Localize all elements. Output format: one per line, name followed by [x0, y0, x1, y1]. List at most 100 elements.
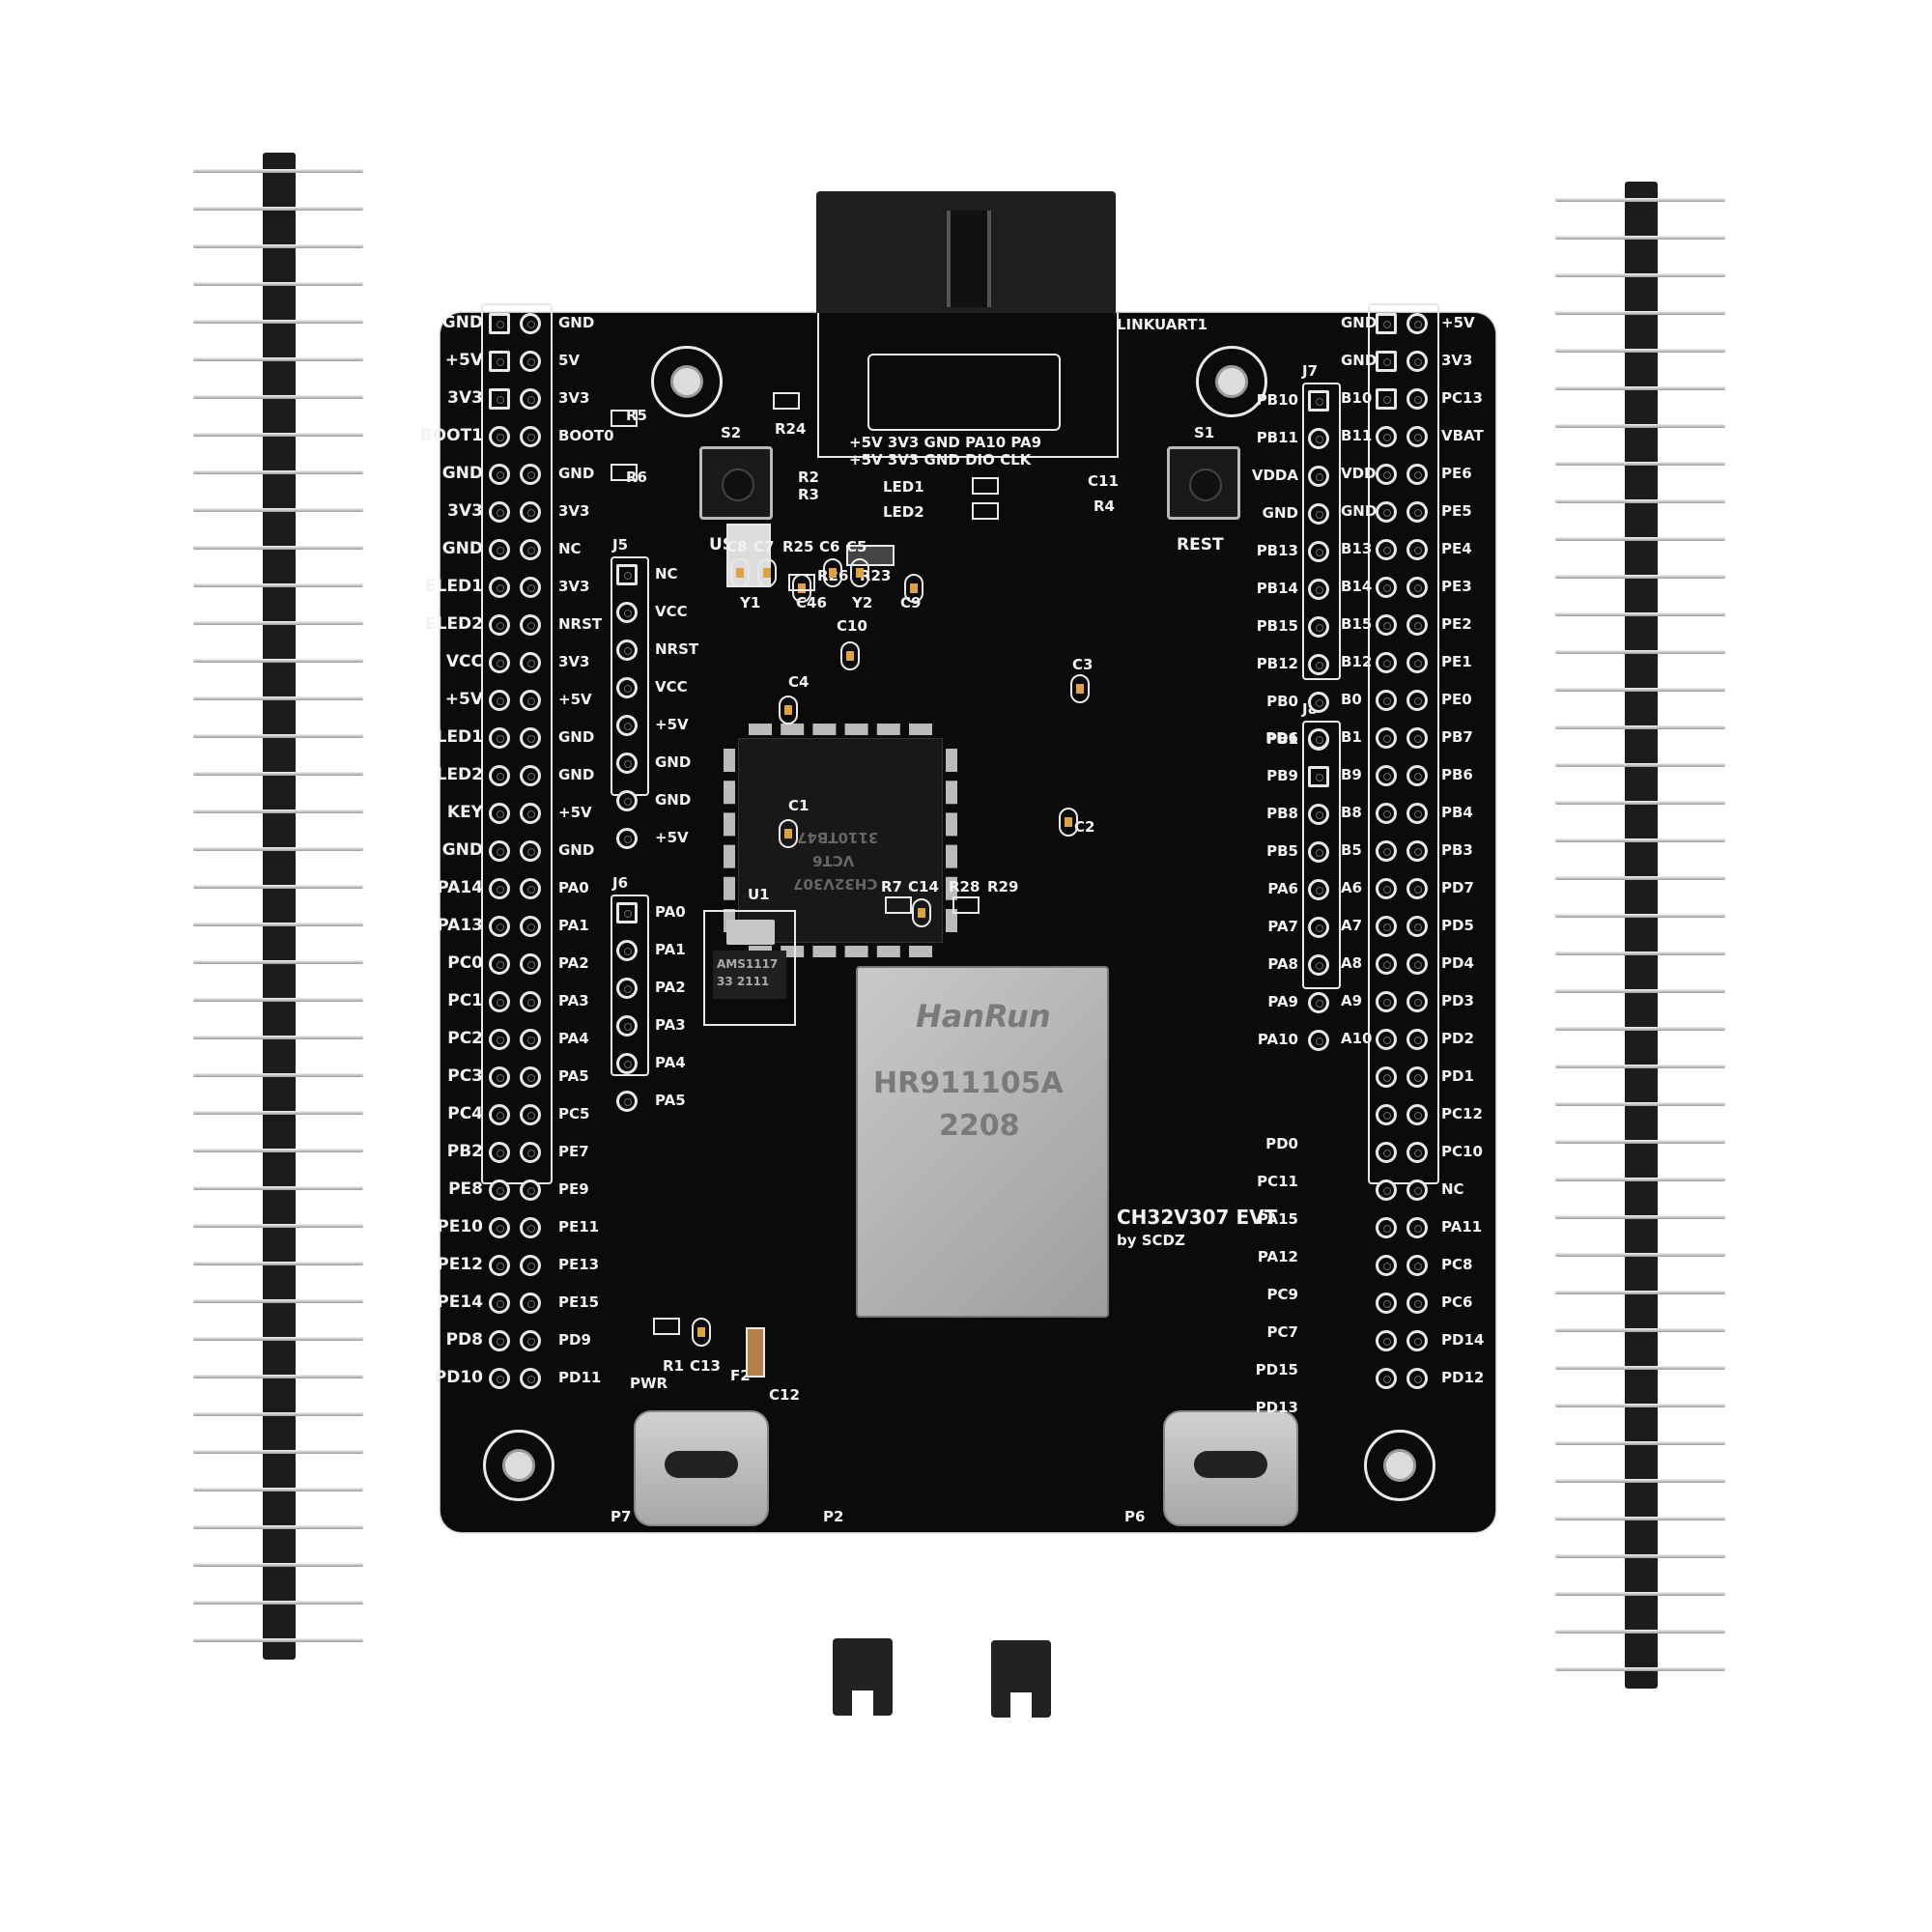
- header-pin: [1406, 1104, 1428, 1125]
- usb-c-port-p6[interactable]: [1163, 1410, 1298, 1526]
- pin-label: PA2: [655, 979, 686, 996]
- c12-refdes: C12: [769, 1386, 800, 1404]
- mcu-text-2: VCT6: [812, 852, 855, 869]
- header-pin: [489, 765, 510, 786]
- header-pin: [520, 313, 541, 334]
- p7-refdes: P7: [611, 1508, 632, 1525]
- header-pin: [520, 426, 541, 447]
- reset-button[interactable]: [1167, 446, 1240, 520]
- header-pin: [1376, 1142, 1397, 1163]
- y1-refdes: Y1: [740, 594, 761, 611]
- pin-leg: [1555, 650, 1725, 654]
- header-pin: [1406, 727, 1428, 749]
- header-pin: [489, 501, 510, 523]
- pin-leg: [1555, 499, 1725, 503]
- pin-label: NC: [558, 540, 582, 557]
- pin-label: NRST: [655, 640, 699, 658]
- pin-label: GND: [558, 728, 595, 746]
- header-pin: [1376, 313, 1397, 334]
- capacitor: [904, 574, 923, 603]
- header-pin: [1376, 1255, 1397, 1276]
- pin-label: PA2: [558, 954, 589, 972]
- pin-label: PB7: [1441, 728, 1473, 746]
- header-pin: [1406, 1255, 1428, 1276]
- pin-label: PE10: [437, 1217, 483, 1236]
- pin-label: PB14: [1256, 580, 1298, 597]
- pin-leg: [193, 1525, 363, 1529]
- pin-leg: [193, 847, 363, 851]
- header-pin: [489, 1217, 510, 1238]
- header-pin: [1406, 840, 1428, 862]
- header-pin: [616, 978, 638, 999]
- eth-code: 2208: [939, 1109, 1020, 1143]
- pin-label: PA9: [1267, 993, 1298, 1010]
- header-pin: [1376, 1368, 1397, 1389]
- capacitor: [779, 819, 798, 848]
- r2-refdes: R2: [798, 469, 819, 486]
- pin-leg: [193, 1601, 363, 1605]
- header-pin: [1376, 426, 1397, 447]
- pin-leg: [193, 998, 363, 1002]
- header-pin: [1308, 992, 1329, 1013]
- header-pin: [1406, 388, 1428, 410]
- pin-label: PD13: [1255, 1399, 1298, 1416]
- header-pin: [489, 1293, 510, 1314]
- pin-label: PE12: [437, 1255, 483, 1274]
- pin-leg: [193, 772, 363, 776]
- header-pin: [1376, 1217, 1397, 1238]
- pin-strip-body: [263, 153, 296, 1660]
- header-pin: [489, 991, 510, 1012]
- pcb-board: LINKUART1 +5V 3V3 GND PA10 PA9 +5V 3V3 G…: [420, 303, 1495, 1532]
- pin-leg: [1555, 1291, 1725, 1294]
- header-pin: [616, 1053, 638, 1074]
- header-pin: [489, 1255, 510, 1276]
- pin-label: PD5: [1441, 917, 1474, 934]
- header-pin: [520, 991, 541, 1012]
- header-pin: [489, 1066, 510, 1088]
- header-pin: [1308, 428, 1329, 449]
- pin-label: A6: [1341, 879, 1363, 896]
- link-label: LINKUART1: [1117, 316, 1208, 333]
- pin-label: A8: [1341, 954, 1363, 972]
- header-pin: [1308, 954, 1329, 976]
- pin-label: PA11: [1441, 1218, 1483, 1236]
- header-pin: [616, 828, 638, 849]
- pin-leg: [1555, 1517, 1725, 1520]
- user-button[interactable]: [699, 446, 773, 520]
- header-pin: [616, 753, 638, 774]
- pin-label: PC10: [1441, 1143, 1483, 1160]
- header-pin: [489, 803, 510, 824]
- pin-label: B0: [1341, 691, 1362, 708]
- mcu-chip: CH32V307 VCT6 3110TB47: [724, 724, 957, 957]
- right-header-frame: [1368, 303, 1439, 1184]
- header-pin: [1376, 501, 1397, 523]
- header-pin: [1406, 1029, 1428, 1050]
- regulator-tab: [726, 920, 775, 945]
- header-pin: [520, 1255, 541, 1276]
- pin-label: PE7: [558, 1143, 589, 1160]
- header-pin: [616, 639, 638, 661]
- led2-label: LED2: [883, 503, 924, 521]
- header-pin: [489, 840, 510, 862]
- pin-label: PC12: [1441, 1105, 1483, 1122]
- header-pin: [616, 715, 638, 736]
- pin-label: PE6: [1441, 465, 1472, 482]
- header-pin: [520, 388, 541, 410]
- pin-label: +5V: [655, 829, 689, 846]
- pin-leg: [193, 810, 363, 813]
- s1-refdes: S1: [1194, 424, 1215, 441]
- pin-label: B10: [1341, 389, 1373, 407]
- header-pin: [616, 940, 638, 961]
- mounting-hole: [483, 1430, 554, 1501]
- r29-refdes: R29: [987, 878, 1019, 895]
- pwr-label: PWR: [630, 1375, 668, 1392]
- link-pin-row: [867, 354, 1061, 431]
- usb-c-port-p7[interactable]: [634, 1410, 769, 1526]
- pin-leg: [193, 1224, 363, 1228]
- j7-refdes: J7: [1302, 362, 1319, 380]
- pin-label: PA0: [655, 903, 686, 921]
- header-pin: [616, 1015, 638, 1037]
- header-pin: [520, 1142, 541, 1163]
- header-pin: [1376, 614, 1397, 636]
- r3-refdes: R3: [798, 486, 819, 503]
